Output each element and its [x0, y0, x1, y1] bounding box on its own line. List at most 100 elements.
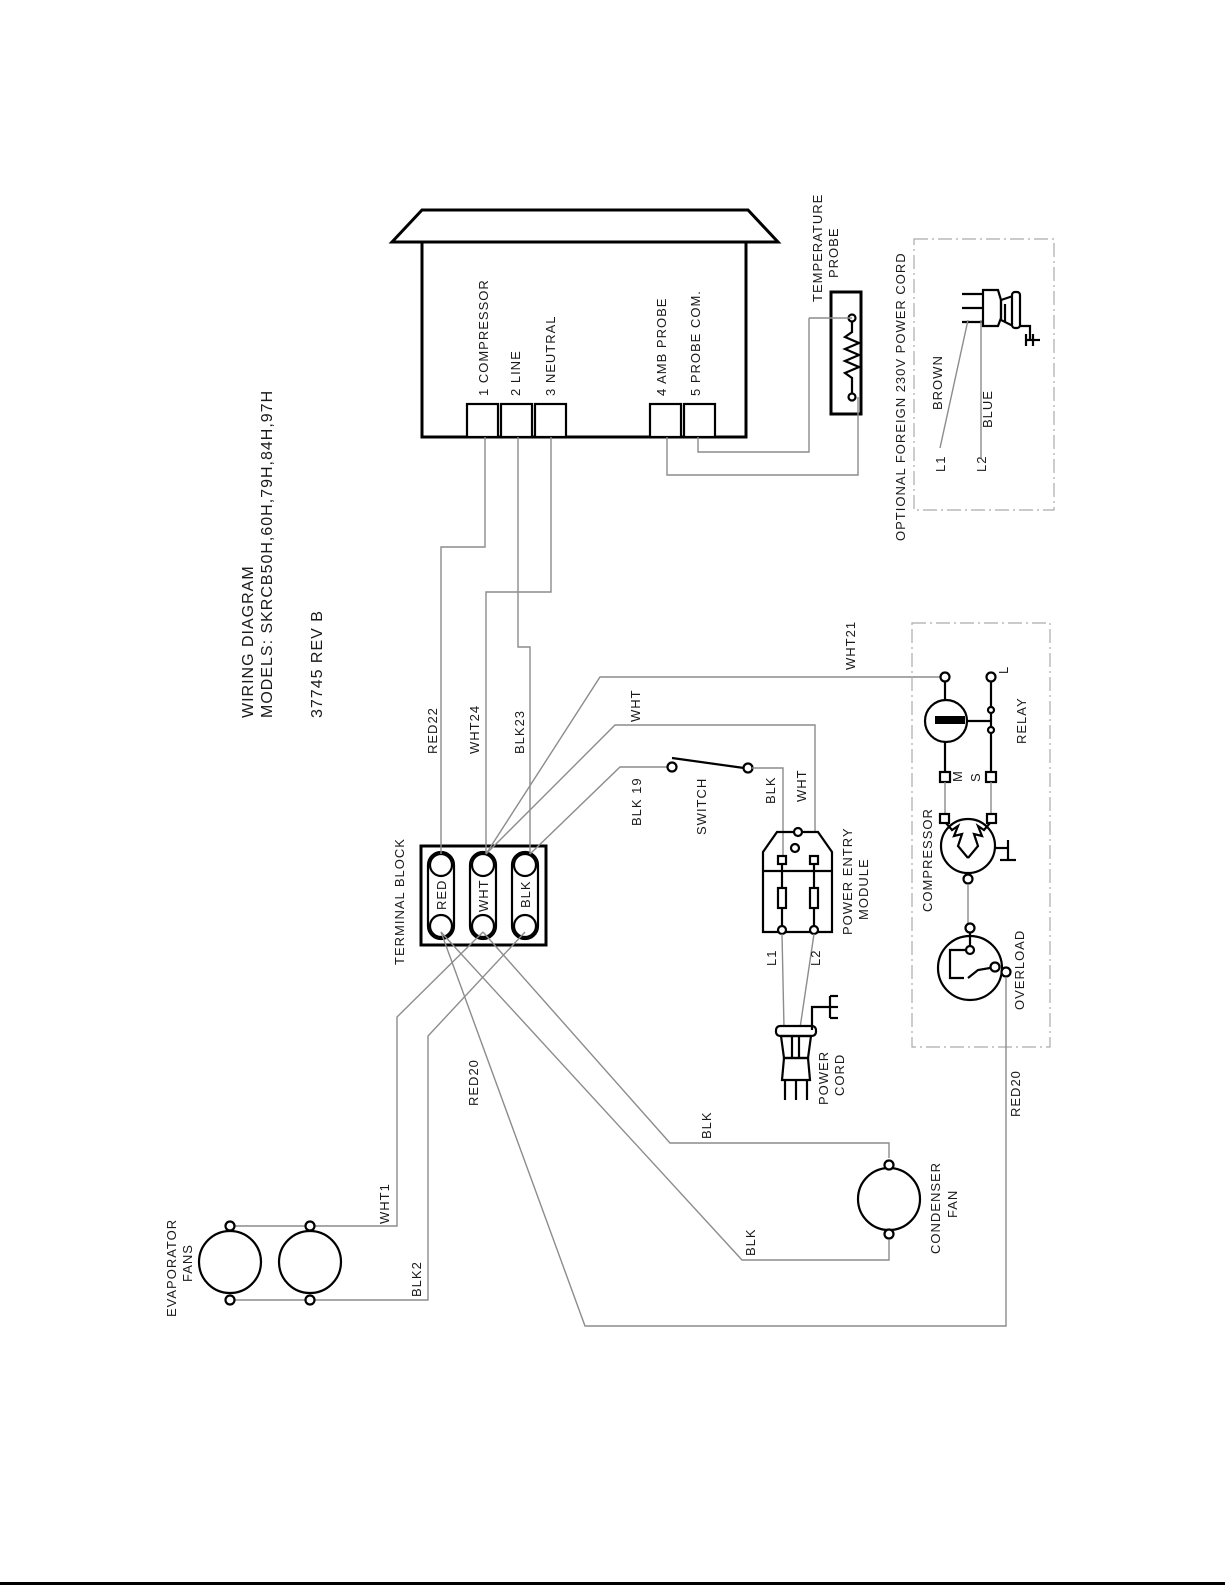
wire-blk19	[529, 766, 668, 855]
wire-l2	[799, 933, 815, 1029]
relay-terminal-l: L	[996, 666, 1011, 674]
post-label-wht: WHT	[476, 879, 491, 912]
diagram-title: WIRING DIAGRAM	[240, 565, 257, 718]
controller-body	[420, 242, 748, 439]
wire-label-red22: RED22	[425, 707, 440, 754]
condenser-label-1: CONDENSER	[928, 1162, 943, 1254]
relay-terminal-m: M	[950, 770, 965, 782]
optional-cord-title: OPTIONAL FOREIGN 230V POWER CORD	[893, 252, 908, 541]
relay-terminal-s: S	[968, 772, 983, 782]
wire-blk-cond-top	[482, 931, 890, 1158]
switch-lever-icon	[671, 756, 745, 770]
power-entry-module: POWER ENTRY MODULE	[761, 826, 871, 936]
wire-wht24	[485, 437, 552, 854]
terminal-label-compressor: 1 COMPRESSOR	[476, 279, 491, 396]
terminal-label-amb-probe: 4 AMB PROBE	[654, 298, 669, 396]
relay-icon	[923, 671, 998, 784]
evaporator-label-2: FANS	[180, 1244, 195, 1282]
wire-label-wht-pem: WHT	[794, 769, 809, 802]
wire-wht21	[485, 676, 940, 855]
wire-label-blk19: BLK 19	[629, 777, 644, 826]
wire-label-blk2: BLK2	[409, 1261, 424, 1297]
post-label-blk: BLK	[518, 880, 533, 908]
page-bottom-rule	[0, 1582, 1225, 1585]
switch: SWITCH	[666, 756, 754, 835]
pem-label-2: MODULE	[856, 858, 871, 920]
pem-ground-icon	[792, 826, 804, 838]
controller-terminal-2	[499, 402, 534, 439]
condenser-fan: CONDENSER FAN	[856, 1159, 960, 1254]
controller-terminal-3	[533, 402, 568, 439]
wire-label-red20-right: RED20	[1008, 1070, 1023, 1117]
terminal-label-probe-com: 5 PROBE COM.	[688, 290, 703, 396]
wire-label-wht1: WHT1	[377, 1183, 392, 1224]
wire-wht-pem	[485, 724, 816, 855]
controller-terminal-5	[682, 402, 717, 439]
optional-cord-frame	[913, 238, 1055, 511]
l1-label: L1	[933, 456, 948, 472]
wire-label-blk23: BLK23	[512, 710, 527, 754]
terminal-post-wht	[468, 850, 498, 941]
pem-housing	[761, 830, 834, 934]
wire-label-wht: WHT	[628, 689, 643, 722]
post-label-red: RED	[434, 880, 449, 910]
evaporator-fans: EVAPORATOR FANS	[164, 1219, 343, 1317]
probe-label-1: TEMPERATURE	[810, 194, 825, 302]
wire-label-blk-switch: BLK	[763, 776, 778, 804]
terminal-block-frame	[419, 844, 548, 947]
wire-wht1	[230, 931, 484, 1227]
compressor-label: COMPRESSOR	[920, 808, 935, 912]
temperature-probe: TEMPERATURE PROBE	[810, 194, 863, 416]
wire-label-blk-cond-top: BLK	[699, 1111, 714, 1139]
part-revision: 37745 REV B	[309, 610, 326, 718]
compressor-assembly: L M S RELAY COMPRESSOR	[911, 622, 1051, 1048]
probe-terminal-bottom	[847, 392, 857, 402]
controller-terminal-4	[648, 402, 683, 439]
wire-amb-probe	[666, 397, 859, 476]
plug-icon	[962, 288, 1040, 346]
wire-label-wht21: WHT21	[843, 621, 858, 670]
wire-red22	[440, 437, 486, 854]
evaporator-fan-1-icon	[197, 1229, 263, 1295]
wire-l1	[781, 933, 785, 1029]
models-list: MODELS: SKRCB50H,60H,79H,84H,97H	[259, 390, 276, 718]
l2-blue-label: BLUE	[980, 390, 995, 428]
power-cord-label-2: CORD	[832, 1054, 847, 1096]
power-cord-label-1: POWER	[816, 1051, 831, 1105]
evaporator-label-1: EVAPORATOR	[164, 1219, 179, 1317]
probe-housing	[829, 290, 863, 416]
wire-red20	[440, 931, 1007, 1327]
condenser-fan-motor-icon	[856, 1166, 922, 1232]
compressor-motor-icon	[938, 812, 1016, 885]
wire-label-red20-left: RED20	[466, 1059, 481, 1106]
thermistor-icon	[842, 322, 862, 393]
terminal-post-blk	[510, 850, 540, 941]
terminal-block-label: TERMINAL BLOCK	[392, 838, 407, 965]
wire-label-l2: L2	[808, 950, 823, 966]
compressor-frame	[911, 622, 1051, 1048]
controller-bezel	[388, 208, 782, 244]
evaporator-fan-2-icon	[277, 1229, 343, 1295]
wire-label-l1: L1	[764, 950, 779, 966]
l1-brown-label: BROWN	[930, 355, 945, 410]
wire-blk23	[517, 437, 531, 854]
terminal-block: RED WHT BLK TERMINAL BLOCK	[392, 838, 548, 965]
controller-terminal-1	[465, 402, 500, 439]
wire-label-wht24: WHT24	[467, 705, 482, 754]
overload-label: OVERLOAD	[1012, 930, 1027, 1010]
wire-blk-cond-bottom	[440, 931, 890, 1261]
wire-probe-com	[697, 318, 810, 453]
power-cord-plug-icon	[774, 994, 838, 1100]
overload-icon	[936, 922, 1012, 1002]
wire-blk-switch-pem	[752, 767, 784, 856]
condenser-label-2: FAN	[945, 1190, 960, 1218]
l2-label: L2	[974, 456, 989, 472]
probe-label-2: PROBE	[826, 227, 841, 278]
controller: 1 COMPRESSOR 2 LINE 3 NEUTRAL 4 AMB PROB…	[388, 208, 782, 439]
relay-label: RELAY	[1014, 697, 1029, 744]
switch-label: SWITCH	[694, 778, 709, 835]
optional-foreign-cord: OPTIONAL FOREIGN 230V POWER CORD L1 BROW…	[893, 238, 1055, 541]
terminal-label-neutral: 3 NEUTRAL	[543, 315, 558, 396]
title-block: WIRING DIAGRAM MODELS: SKRCB50H,60H,79H,…	[240, 390, 326, 718]
